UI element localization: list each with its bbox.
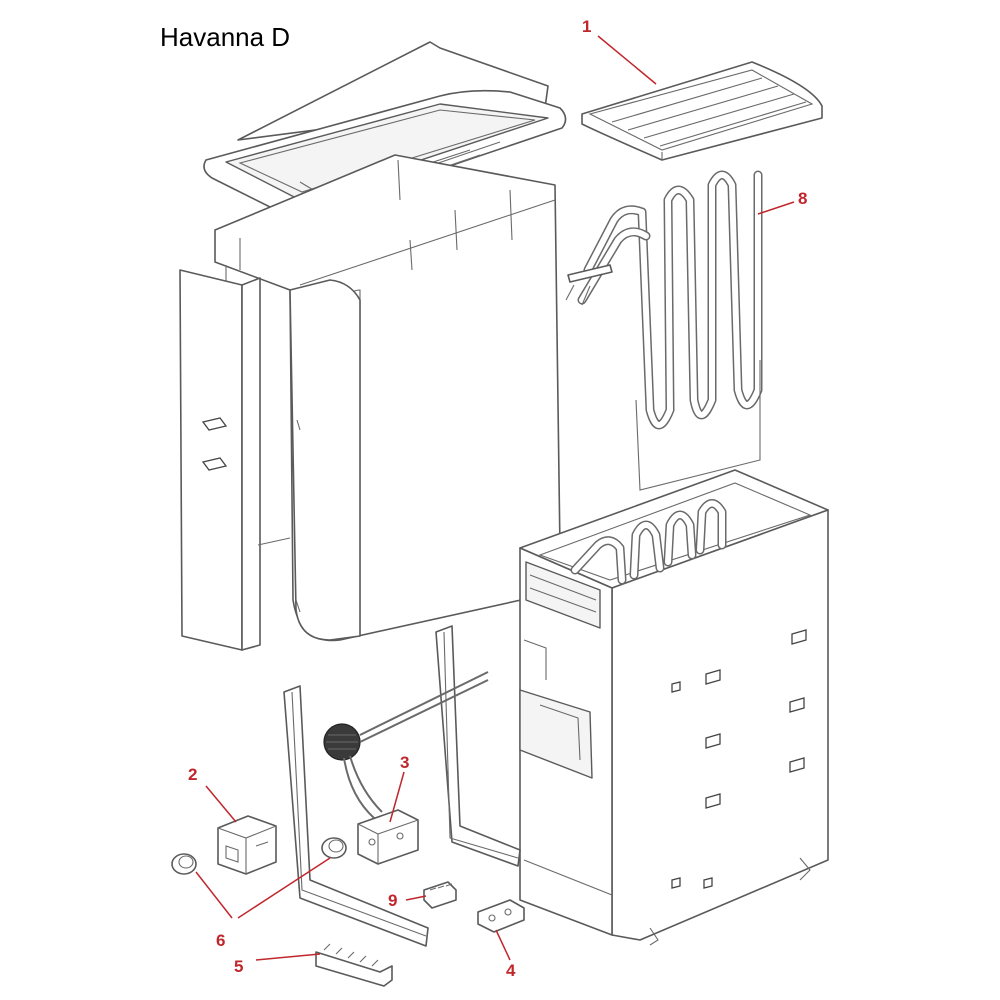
wiring-rail-long <box>435 625 521 867</box>
callout-9: 9 <box>388 891 397 910</box>
callout-2: 2 <box>188 765 197 784</box>
part-3-thermostat <box>357 809 419 865</box>
heater-outer-casing <box>214 154 561 642</box>
leader-8 <box>757 201 795 215</box>
callout-labels: 1 8 2 3 6 9 5 4 <box>188 17 807 980</box>
leader-4 <box>495 929 511 961</box>
leader-2 <box>205 785 237 823</box>
front-panel <box>179 238 291 651</box>
leader-5 <box>255 953 321 961</box>
part-6-knob-right <box>321 837 347 859</box>
leader-1 <box>597 35 657 85</box>
leader-6b <box>237 857 331 919</box>
part-9-terminal-block <box>423 881 457 909</box>
part-8-heating-elements <box>565 170 763 491</box>
callout-1: 1 <box>582 17 591 36</box>
part-1-stone-grate <box>581 61 823 161</box>
part-6-knob-left <box>171 853 197 875</box>
leader-9 <box>405 895 427 901</box>
leader-3 <box>389 771 405 823</box>
part-4-connector <box>477 899 525 933</box>
callout-6: 6 <box>216 931 225 950</box>
part-5-terminal-strip <box>315 943 393 987</box>
heater-base-frame <box>519 469 829 946</box>
callout-4: 4 <box>506 961 516 980</box>
callout-leaders <box>195 35 795 961</box>
callout-5: 5 <box>234 957 243 976</box>
part-2-contactor <box>217 815 277 875</box>
top-frame-with-lid <box>203 41 567 218</box>
wiring-rail-lshape <box>283 685 429 947</box>
leader-6a <box>195 871 233 919</box>
callout-3: 3 <box>400 753 409 772</box>
temperature-sensor <box>323 671 489 819</box>
callout-8: 8 <box>798 189 807 208</box>
diagram-title: Havanna D <box>160 22 290 52</box>
